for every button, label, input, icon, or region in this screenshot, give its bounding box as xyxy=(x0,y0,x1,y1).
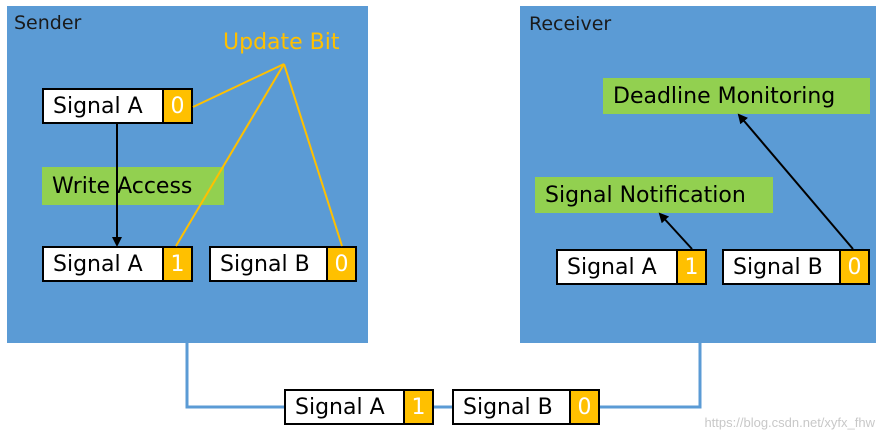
signal-name: Signal A xyxy=(53,93,143,119)
update-bit: 1 xyxy=(676,251,705,283)
receiver-panel: Receiver xyxy=(520,6,876,343)
receiver-signal-b: Signal B 0 xyxy=(722,249,870,285)
update-bit: 1 xyxy=(403,391,432,423)
signal-name: Signal A xyxy=(295,394,385,420)
bus-line-sender xyxy=(185,343,284,409)
sender-top-signal-a: Signal A 0 xyxy=(42,88,193,124)
signal-name: Signal A xyxy=(53,251,143,277)
update-bit: 0 xyxy=(326,248,355,280)
signal-name: Signal B xyxy=(733,254,823,280)
update-bit: 0 xyxy=(839,251,868,283)
signal-name: Signal A xyxy=(567,254,657,280)
sender-title: Sender xyxy=(14,12,82,34)
bus-line-receiver xyxy=(600,343,702,409)
sender-signal-b: Signal B 0 xyxy=(209,246,357,282)
update-bit: 0 xyxy=(162,90,191,122)
deadline-monitoring-note: Deadline Monitoring xyxy=(603,78,870,114)
update-bit-pointer-signal-a xyxy=(175,63,285,247)
update-bit-pointer-signal-b xyxy=(283,63,343,247)
bus-signal-a: Signal A 1 xyxy=(284,389,434,425)
bus-signal-b: Signal B 0 xyxy=(452,389,600,425)
update-bit: 0 xyxy=(569,391,598,423)
receiver-signal-a: Signal A 1 xyxy=(556,249,707,285)
watermark: https://blog.csdn.net/xyfx_fhw xyxy=(704,415,875,430)
update-bit: 1 xyxy=(162,248,191,280)
signal-name: Signal B xyxy=(463,394,553,420)
signal-name: Signal B xyxy=(220,251,310,277)
sender-signal-a: Signal A 1 xyxy=(42,246,193,282)
notification-arrow xyxy=(658,212,693,250)
update-bit-label: Update Bit xyxy=(223,30,340,55)
write-access-note: Write Access xyxy=(42,167,224,205)
signal-notification-note: Signal Notification xyxy=(535,177,773,213)
update-bit-pointer-top xyxy=(192,63,285,108)
receiver-title: Receiver xyxy=(529,13,612,35)
deadline-arrow xyxy=(737,113,854,250)
